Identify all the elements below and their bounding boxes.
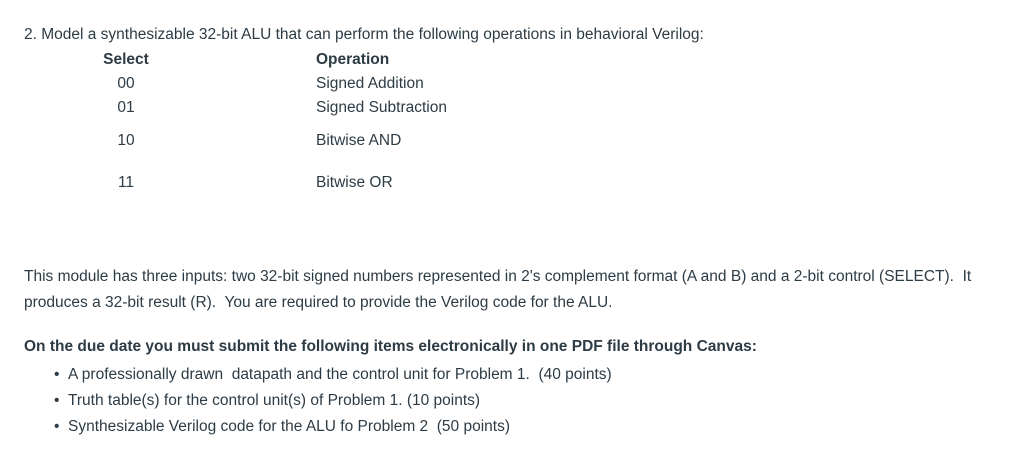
cell-operation-name: Signed Addition bbox=[316, 75, 424, 92]
list-item: Synthesizable Verilog code for the ALU f… bbox=[54, 414, 1024, 440]
cell-operation-name: Bitwise AND bbox=[316, 132, 402, 149]
submission-instructions-heading: On the due date you must submit the foll… bbox=[24, 337, 757, 355]
deliverables-list: A professionally drawn datapath and the … bbox=[24, 362, 1024, 440]
table-body: 00 Signed Addition 01 Signed Subtraction… bbox=[96, 72, 447, 204]
column-header-select: Select bbox=[103, 51, 149, 68]
list-item: A professionally drawn datapath and the … bbox=[54, 362, 1024, 388]
list-item: Truth table(s) for the control unit(s) o… bbox=[54, 388, 1024, 414]
column-header-operation: Operation bbox=[316, 51, 390, 68]
cell-select-code: 10 bbox=[117, 132, 135, 149]
table-header: Select Operation bbox=[96, 48, 447, 72]
cell-select-code: 01 bbox=[117, 99, 135, 116]
table-row: 01 Signed Subtraction bbox=[96, 96, 447, 120]
cell-operation-name: Bitwise OR bbox=[316, 174, 393, 191]
table-row: 10 Bitwise AND bbox=[96, 120, 447, 162]
table-row: 00 Signed Addition bbox=[96, 72, 447, 96]
problem-statement-intro: 2. Model a synthesizable 32-bit ALU that… bbox=[24, 25, 704, 43]
table-row: 11 Bitwise OR bbox=[96, 162, 447, 204]
cell-select-code: 11 bbox=[117, 174, 135, 191]
module-description-paragraph: This module has three inputs: two 32-bit… bbox=[24, 267, 976, 311]
operation-select-table: Select Operation 00 Signed Addition 01 S… bbox=[96, 48, 447, 204]
table-header-row: Select Operation bbox=[96, 48, 447, 72]
cell-operation-name: Signed Subtraction bbox=[316, 99, 447, 116]
cell-select-code: 00 bbox=[117, 75, 135, 92]
